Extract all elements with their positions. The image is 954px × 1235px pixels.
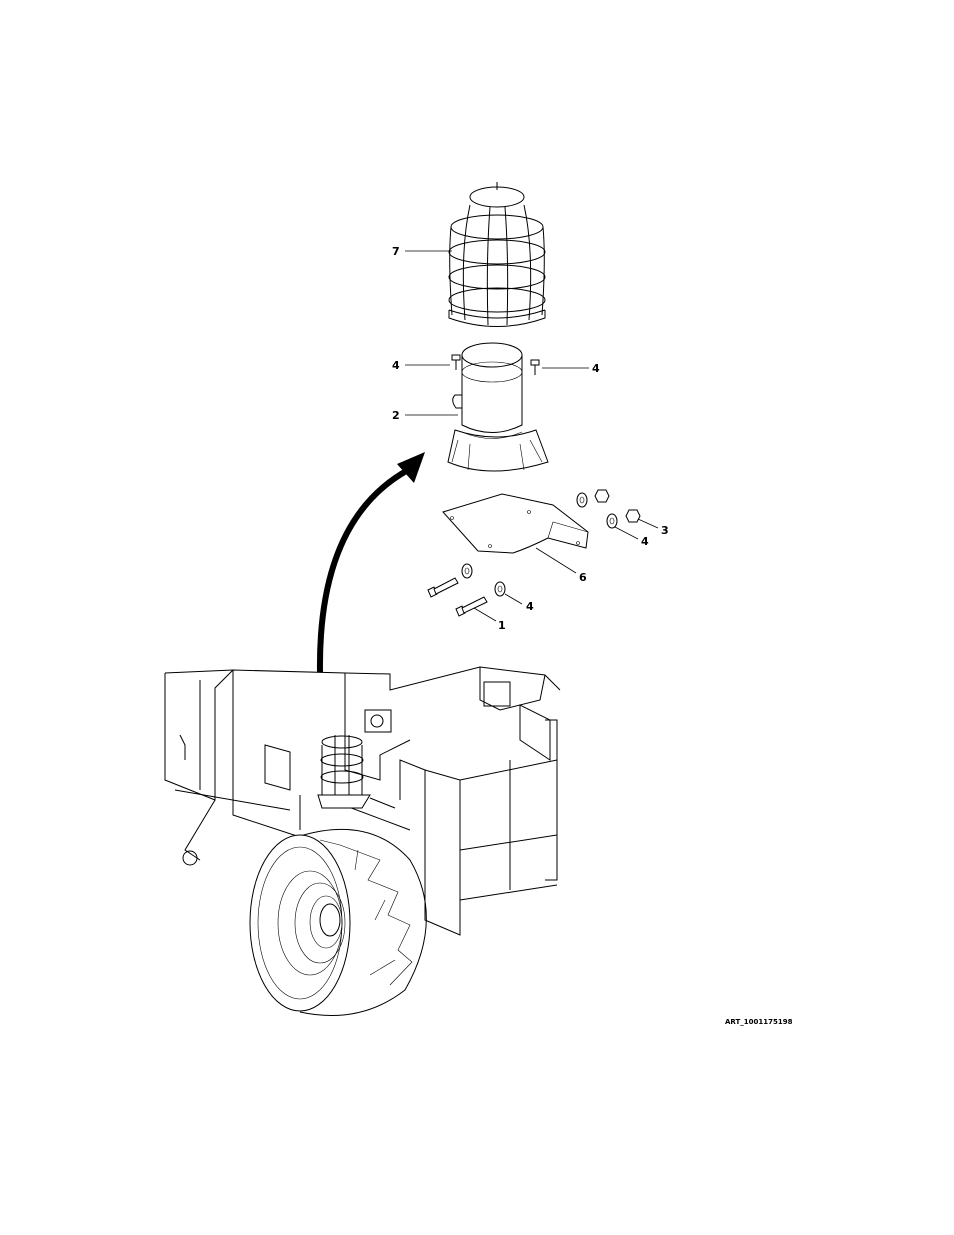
art-id: ART_1001175198 [725,1018,793,1026]
curved-arrow-icon [320,452,425,672]
installed-beacon [318,735,395,808]
callout-labels: 7 4 4 2 3 4 6 4 1 ART_1001175198 [392,245,793,1026]
wheel [250,829,426,1015]
callout-2: 2 [392,409,400,422]
screw-left [452,355,460,370]
callout-4-right: 4 [592,362,600,375]
mounting-bracket [443,494,588,553]
callout-3: 3 [661,524,669,537]
callout-1: 1 [498,619,506,632]
callout-6: 6 [579,571,587,584]
screw-right [531,360,539,375]
wire-guard-cage [449,182,545,327]
callout-7: 7 [392,245,400,258]
callout-4-lower: 4 [526,600,534,613]
callout-4-washer: 4 [641,535,649,548]
callout-4-left: 4 [392,359,400,372]
